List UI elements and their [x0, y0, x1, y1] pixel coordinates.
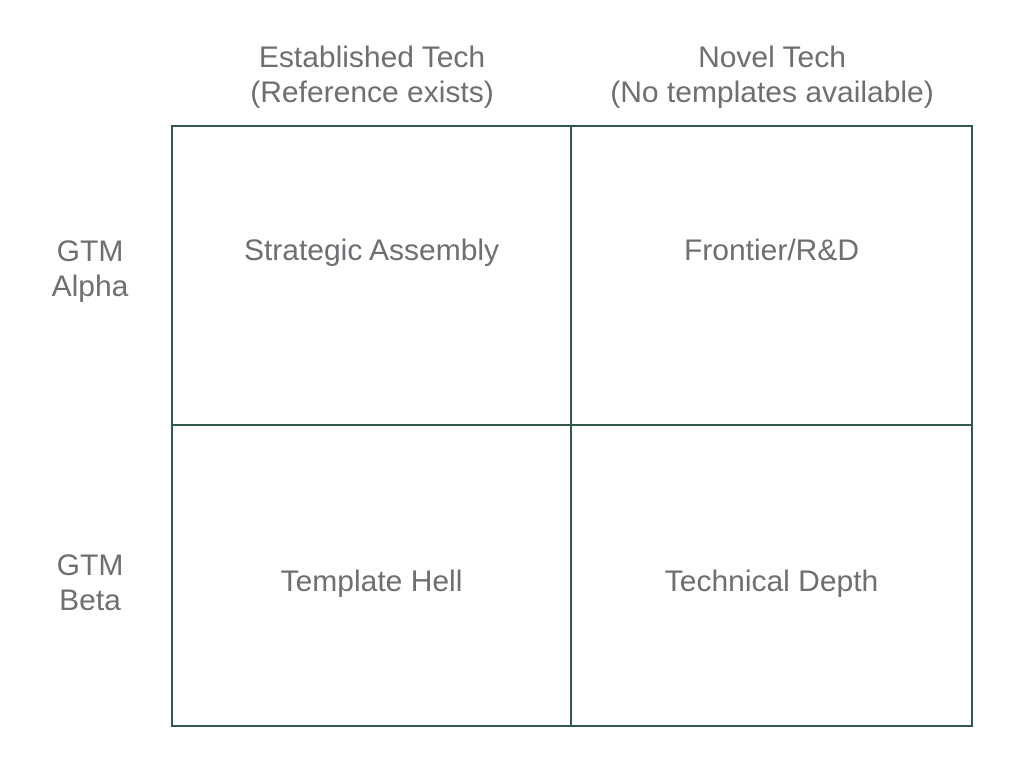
column-header-subtitle: (No templates available) [610, 76, 934, 109]
quadrant-label: Template Hell [280, 564, 463, 598]
row-header-line2: Beta [59, 584, 121, 617]
quadrant-grid: Strategic Assembly Frontier/R&D Template… [171, 125, 973, 727]
column-header-title: Novel Tech [698, 41, 846, 74]
column-header-subtitle: (Reference exists) [250, 76, 494, 109]
quadrant-label: Technical Depth [664, 564, 879, 598]
column-header-title: Established Tech [258, 41, 486, 74]
quadrant-frontier-rnd: Frontier/R&D [572, 127, 971, 426]
row-header-gtm-alpha: GTM Alpha [20, 234, 160, 304]
row-header-line2: Alpha [51, 270, 129, 303]
quadrant-template-hell: Template Hell [173, 426, 572, 725]
quadrant-label: Strategic Assembly [243, 233, 500, 267]
quadrant-technical-depth: Technical Depth [572, 426, 971, 725]
row-header-gtm-beta: GTM Beta [20, 548, 160, 618]
quadrant-strategic-assembly: Strategic Assembly [173, 127, 572, 426]
column-header-novel-tech: Novel Tech (No templates available) [572, 40, 972, 110]
row-header-line1: GTM [56, 235, 124, 268]
row-header-line1: GTM [56, 549, 124, 582]
quadrant-label: Frontier/R&D [683, 233, 860, 267]
column-header-established-tech: Established Tech (Reference exists) [172, 40, 572, 110]
